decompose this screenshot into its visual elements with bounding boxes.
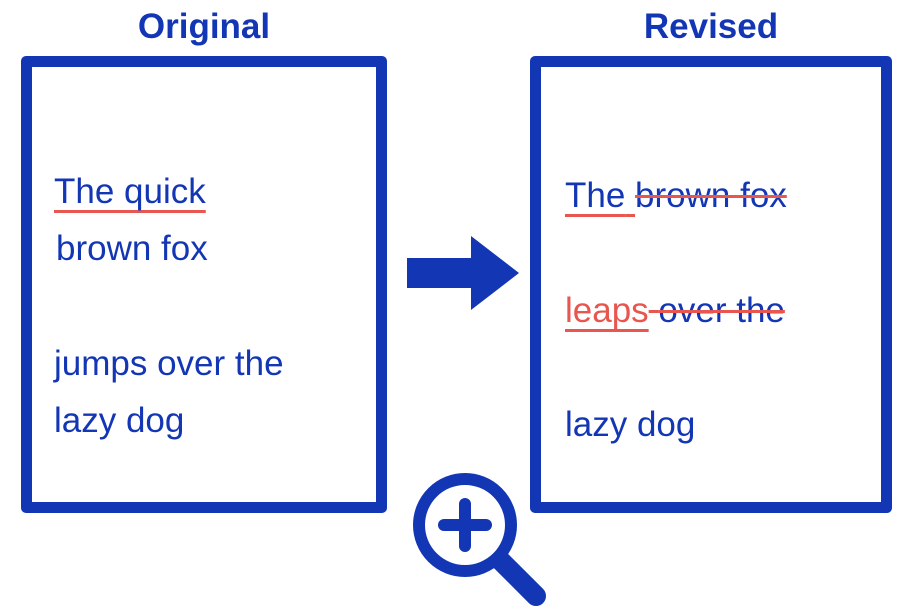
revised-panel: The brown fox leaps over the lazy dog [530,56,892,513]
revised-kept-word: The [565,176,626,215]
revised-deleted-phrase: brown fox [635,176,787,215]
original-line-3: jumps over the [54,344,284,383]
original-heading: Original [137,7,271,46]
original-panel: The quick brown fox jumps over the lazy … [21,56,387,513]
zoom-in-icon [413,473,546,606]
original-line-4: lazy dog [54,401,185,440]
revised-line-1: The brown fox [565,175,787,217]
original-marked-phrase: The quick [54,172,206,211]
revised-inserted-word: leaps [565,291,649,330]
original-line-1: The quick [54,171,206,213]
revised-struck-phrase: over the [658,291,785,330]
original-line-2: brown fox [56,229,208,268]
revised-heading: Revised [643,7,779,46]
revised-line-2: leaps over the [565,290,785,332]
revised-line-3: lazy dog [565,405,696,444]
right-arrow-icon [407,236,519,310]
